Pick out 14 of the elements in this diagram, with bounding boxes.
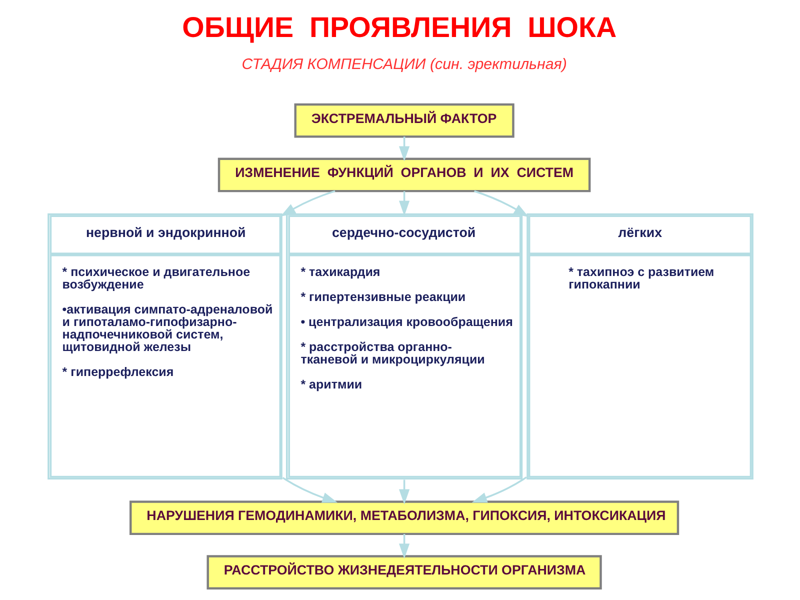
arrow	[474, 190, 528, 218]
arrow	[398, 480, 410, 504]
diagram-title: ОБЩИЕ ПРОЯВЛЕНИЯ ШОКА	[182, 12, 616, 44]
node-box: РАССТРОЙСТВО ЖИЗНЕДЕЯТЕЛЬНОСТИ ОРГАНИЗМА	[206, 555, 602, 590]
node-box: НАРУШЕНИЯ ГЕМОДИНАМИКИ, МЕТАБОЛИЗМА, ГИПОКСИЯ, ИНТОКСИКАЦИЯ	[129, 500, 679, 536]
arrow	[398, 534, 410, 559]
arrow	[280, 190, 335, 217]
node-box: ЭКСТРЕМАЛЬНЫЙ ФАКТОР	[294, 103, 514, 138]
node-box: ИЗМЕНЕНИЕ ФУНКЦИЙ ОРГАНОВ И ИХ СИСТЕМ	[217, 158, 590, 192]
arrow	[398, 191, 410, 216]
arrow	[471, 476, 526, 503]
label: СТАДИЯ КОМПЕНСАЦИИ (син. эректильная)	[241, 56, 566, 73]
arrow	[282, 476, 338, 503]
arrow	[398, 136, 410, 162]
